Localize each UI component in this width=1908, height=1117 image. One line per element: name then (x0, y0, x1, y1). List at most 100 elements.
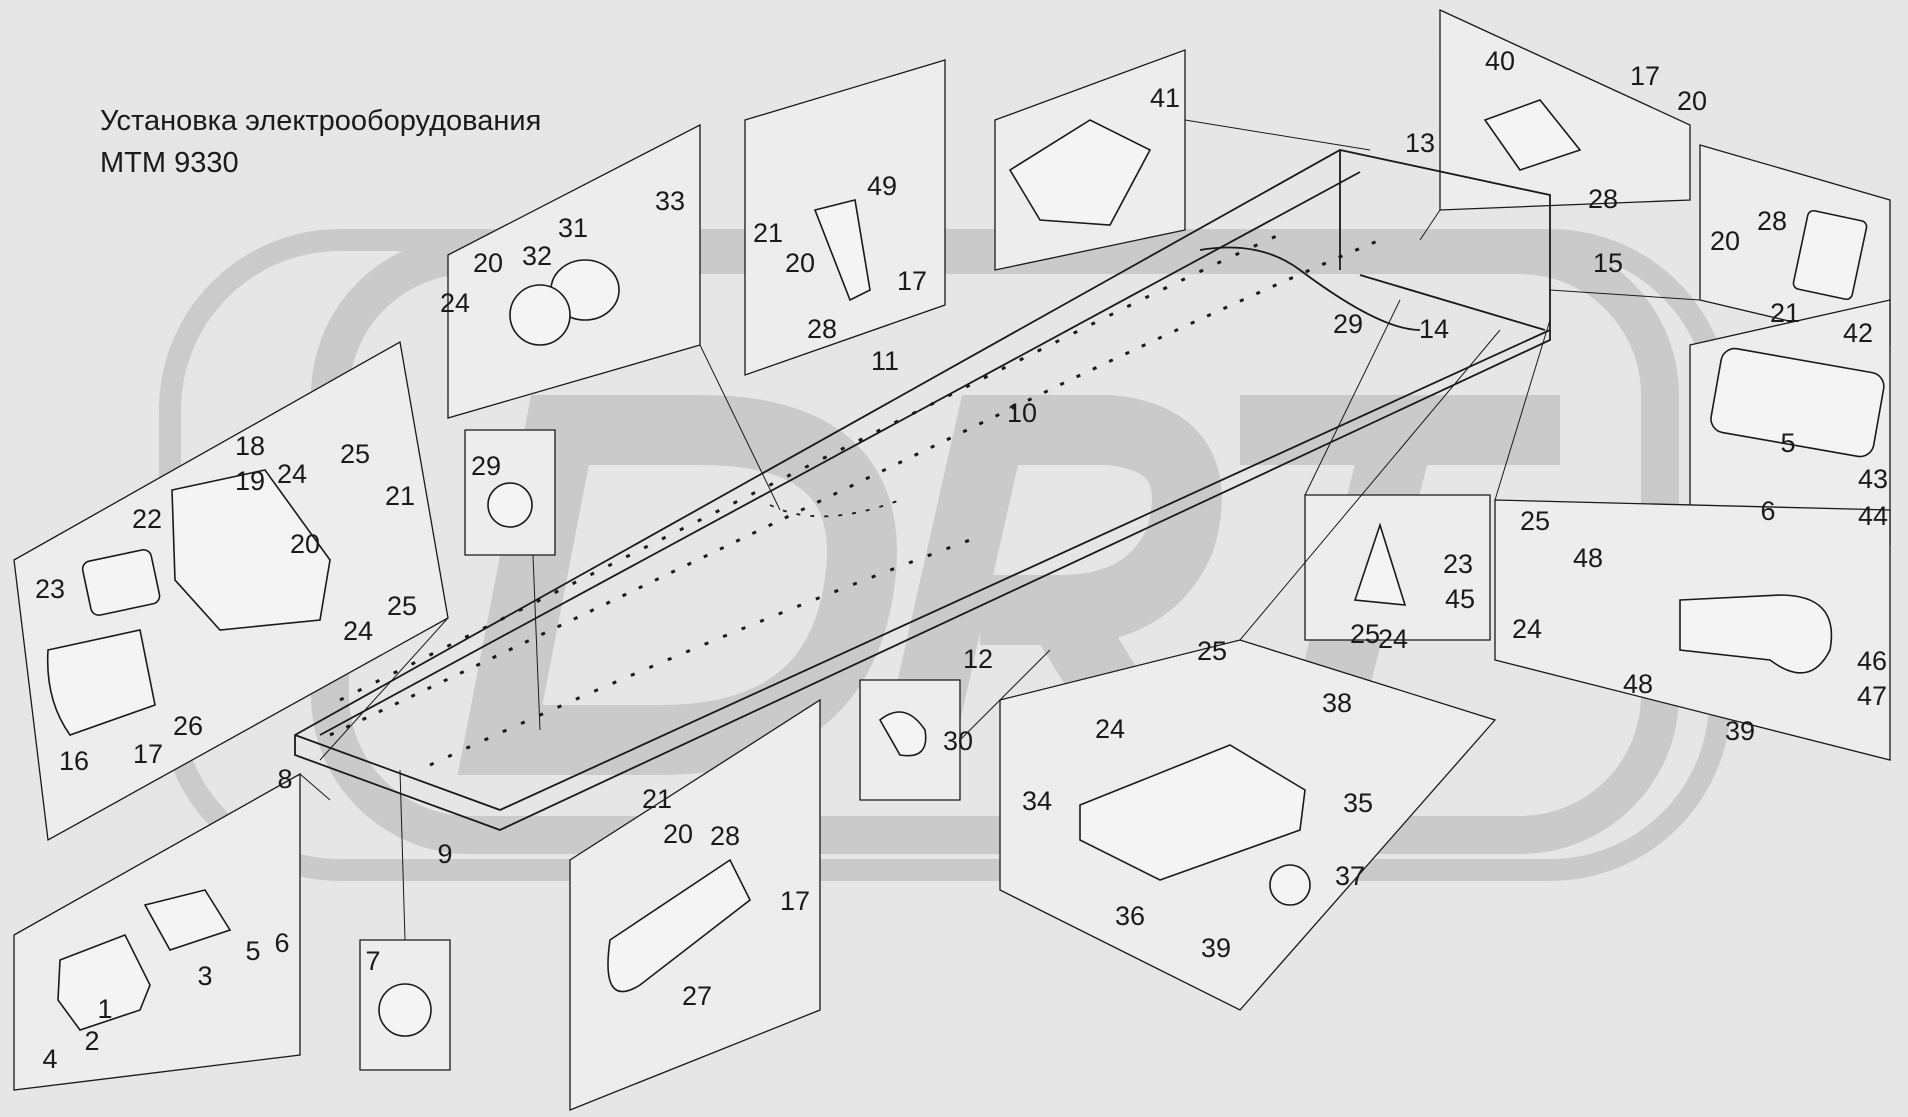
reflector-45 (1353, 522, 1407, 606)
callout-5: 5 (1780, 428, 1795, 458)
callout-17: 17 (1630, 61, 1660, 91)
callout-20: 20 (473, 248, 503, 278)
drawing-title: Установка электрооборудования МТМ 9330 (100, 100, 541, 184)
panel-reflector-45 (1304, 494, 1491, 641)
bracket-49 (813, 199, 871, 302)
cap-37 (1269, 864, 1311, 906)
callout-21: 21 (642, 784, 672, 814)
callout-42: 42 (1843, 318, 1873, 348)
callout-30: 30 (943, 726, 973, 756)
wiring-branch (769, 499, 901, 518)
wiring-rear (1199, 246, 1421, 331)
title-line-1: Установка электрооборудования (100, 105, 542, 137)
callout-7: 7 (365, 946, 380, 976)
callout-48: 48 (1573, 543, 1603, 573)
callout-9: 9 (437, 839, 452, 869)
callout-5: 5 (245, 936, 260, 966)
callout-26: 26 (173, 711, 203, 741)
callout-22: 22 (132, 504, 162, 534)
callout-24: 24 (1095, 714, 1125, 744)
callout-17: 17 (897, 266, 927, 296)
callout-31: 31 (558, 213, 588, 243)
callout-41: 41 (1150, 83, 1180, 113)
side-lamp-27 (607, 858, 752, 993)
title-line-2: МТМ 9330 (100, 147, 239, 179)
callout-14: 14 (1419, 314, 1449, 344)
callout-39: 39 (1201, 933, 1231, 963)
parts (46, 99, 1885, 1037)
callout-labels: 1 2 3 4 5 5 6 6 7 8 9 10 11 12 13 14 15 … (35, 46, 1888, 1074)
frame-right-rail (499, 329, 1551, 811)
callout-47: 47 (1857, 681, 1887, 711)
clamp-40 (1483, 99, 1582, 171)
callout-38: 38 (1322, 688, 1352, 718)
callout-15: 15 (1593, 248, 1623, 278)
callout-23: 23 (1443, 549, 1473, 579)
wiring-harness-10 (329, 238, 1381, 737)
callout-36: 36 (1115, 901, 1145, 931)
callout-18: 18 (235, 431, 265, 461)
callout-16: 16 (59, 746, 89, 776)
callout-20: 20 (1710, 226, 1740, 256)
panel-clamp-40 (1439, 8, 1691, 211)
callout-21: 21 (1770, 298, 1800, 328)
plate-18 (171, 469, 331, 631)
marker-lamp-46 (1679, 594, 1833, 674)
callout-28: 28 (710, 821, 740, 851)
callout-20: 20 (663, 819, 693, 849)
callout-21: 21 (385, 481, 415, 511)
callout-19: 19 (235, 466, 265, 496)
callout-8: 8 (277, 764, 292, 794)
callout-24: 24 (277, 459, 307, 489)
callout-32: 32 (522, 241, 552, 271)
callout-37: 37 (1335, 861, 1365, 891)
connector-42 (1792, 209, 1868, 301)
callout-34: 34 (1022, 786, 1052, 816)
wiring-harness-12 (429, 538, 971, 767)
callout-33: 33 (655, 186, 685, 216)
junction-box-34 (1079, 744, 1306, 881)
rear-lamp-16 (46, 629, 156, 736)
lamp-base-32 (509, 284, 571, 346)
callout-46: 46 (1857, 646, 1887, 676)
callout-21: 21 (753, 218, 783, 248)
license-lamp-22 (81, 549, 161, 616)
callout-13: 13 (1405, 128, 1435, 158)
callout-28: 28 (1757, 206, 1787, 236)
callout-24: 24 (343, 616, 373, 646)
gasket-3 (143, 889, 232, 951)
grommet-29 (487, 482, 533, 528)
clamp-41 (1008, 119, 1152, 226)
callout-12: 12 (963, 644, 993, 674)
callout-17: 17 (133, 739, 163, 769)
callout-6: 6 (1760, 496, 1775, 526)
callout-43: 43 (1858, 464, 1888, 494)
callout-17: 17 (780, 886, 810, 916)
callout-23: 23 (35, 574, 65, 604)
callout-24: 24 (1512, 614, 1542, 644)
callout-27: 27 (682, 981, 712, 1011)
callout-20: 20 (785, 248, 815, 278)
callout-25: 25 (340, 439, 370, 469)
clip-30 (878, 711, 927, 757)
callout-28: 28 (807, 314, 837, 344)
callout-45: 45 (1445, 584, 1475, 614)
callout-24: 24 (440, 288, 470, 318)
callout-2: 2 (84, 1026, 99, 1056)
watermark-letter-d (457, 395, 897, 775)
frame-rear-crossmember (1359, 274, 1546, 331)
callout-39: 39 (1725, 716, 1755, 746)
grommet-7 (378, 983, 432, 1037)
socket-1 (57, 933, 151, 1031)
callout-20: 20 (290, 529, 320, 559)
callout-28: 28 (1588, 184, 1618, 214)
callout-29: 29 (1333, 309, 1363, 339)
callout-25: 25 (387, 591, 417, 621)
callout-44: 44 (1858, 501, 1888, 531)
frame-left-rail (319, 171, 1361, 736)
callout-24: 24 (1378, 624, 1408, 654)
callout-25: 25 (1197, 636, 1227, 666)
callout-29: 29 (471, 451, 501, 481)
